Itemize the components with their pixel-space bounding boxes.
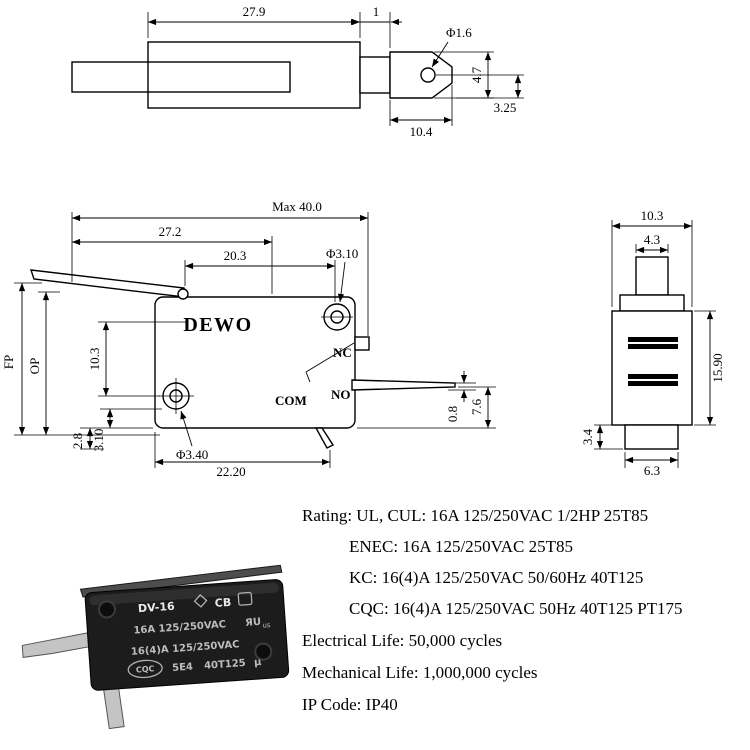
side-body (611, 310, 693, 426)
dim-label: 4.3 (644, 232, 660, 247)
side-foot (624, 424, 679, 450)
dim-top-terminal-length: 10.4 (389, 85, 453, 139)
terminal-hole (420, 67, 436, 83)
dim-label: 27.2 (159, 224, 182, 239)
terminal-label-no: NO (331, 387, 351, 402)
spec-kc: KC: 16(4)A 125/250VAC 50/60Hz 40T125 (349, 568, 644, 587)
photo-screw-hole-right (254, 642, 273, 661)
dim-max-overall: Max 40.0 (71, 199, 369, 336)
dim-label: 10.3 (641, 208, 664, 223)
photo-screw-hole-left (97, 600, 116, 619)
dim-label: 10.4 (410, 124, 433, 139)
dim-label: 7.6 (469, 398, 484, 415)
photo-lever (79, 564, 283, 598)
dim-hole-span: 20.3 (184, 248, 336, 302)
product-photo: DV-16 CB 16A 125/250VAC ЯU us 16(4)A 125… (21, 564, 290, 730)
dim-label: 1 (373, 4, 380, 19)
side-plunger (635, 256, 669, 296)
dim-2-8: 2.8 (70, 427, 153, 450)
top-view-lever (71, 61, 291, 93)
photo-code1: 5E4 (172, 662, 194, 674)
spec-electrical-life: Electrical Life: 50,000 cycles (302, 631, 503, 650)
dim-side-body-width: 10.3 (611, 208, 693, 307)
dim-top-hole-dia: Φ3.10 (326, 246, 358, 303)
photo-code2: 40T125 (204, 658, 246, 672)
lever-pivot (177, 288, 189, 300)
dim-side-body-height: 15.90 (694, 310, 725, 426)
dim-label: FP (1, 355, 16, 369)
dim-label: 3.4 (580, 428, 595, 445)
dim-label: Φ3.10 (326, 246, 358, 261)
dim-label: 15.90 (710, 353, 725, 382)
side-slot-1a (628, 337, 678, 342)
dim-bottom-hole-dia: Φ3.40 (176, 410, 208, 462)
photo-micro-mark: µ (254, 657, 263, 669)
dim-fp: FP (1, 282, 160, 436)
dim-label: Φ3.40 (176, 447, 208, 462)
dim-top-width: 27.9 (147, 4, 391, 48)
front-view-lever (29, 269, 185, 298)
spec-rating: Rating: UL, CUL: 16A 125/250VAC 1/2HP 25… (302, 506, 649, 525)
photo-bottom-terminal (102, 685, 125, 730)
ul-mark-sub: us (262, 621, 271, 630)
dim-terminal-height: 7.6 (357, 386, 496, 429)
com-terminal (314, 427, 335, 449)
dim-side-foot-width: 6.3 (624, 452, 679, 478)
side-view-drawing: 10.3 4.3 15.90 3.4 6.3 (580, 208, 725, 478)
dim-terminal-thickness: 0.8 (445, 371, 476, 422)
spec-cqc: CQC: 16(4)A 125/250VAC 50Hz 40T125 PT175 (349, 599, 683, 618)
cert-box-icon (237, 591, 253, 606)
photo-body-highlight (89, 582, 279, 606)
top-view-neck (359, 56, 391, 94)
no-terminal (351, 379, 456, 391)
dim-label: OP (27, 358, 42, 375)
dim-label: 3.25 (494, 100, 517, 115)
terminal-label-nc: NC (333, 345, 352, 360)
dim-label: 27.9 (243, 4, 266, 19)
dim-label: 22.20 (216, 464, 245, 479)
spec-ip-code: IP Code: IP40 (302, 695, 398, 714)
dim-op: OP (27, 291, 60, 435)
top-view-drawing: 27.9 1 Φ1.6 4.7 3.25 10.4 (71, 4, 524, 139)
ul-mark-label: ЯU (245, 617, 262, 629)
terminal-label-com: COM (275, 393, 307, 408)
dim-label: 6.3 (644, 463, 660, 478)
dim-label: 20.3 (224, 248, 247, 263)
dim-hole-height: 10.3 (87, 321, 188, 397)
dim-label: Φ1.6 (446, 25, 472, 40)
spec-enec: ENEC: 16A 125/250VAC 25T85 (349, 537, 574, 556)
dim-lever-length: 27.2 (72, 224, 273, 294)
dim-top-neck: 1 (348, 4, 402, 26)
diamond-cert-icon (193, 593, 208, 608)
photo-left-terminal (21, 632, 90, 658)
dim-label: 0.8 (445, 406, 460, 422)
side-shoulder (619, 294, 685, 312)
front-view-drawing: DEWO NC NO COM Max 40.0 27.2 (1, 199, 496, 479)
spec-mechanical-life: Mechanical Life: 1,000,000 cycles (302, 663, 538, 682)
dim-top-hole-dia: Φ1.6 (431, 25, 472, 68)
side-slot-2a (628, 374, 678, 379)
brand-label: DEWO (183, 314, 252, 336)
cb-mark-label: CB (214, 596, 231, 610)
dim-3-10: 3.10 (91, 408, 162, 452)
cqc-oval-icon (127, 659, 163, 679)
nc-terminal (354, 336, 370, 351)
specifications-block: Rating: UL, CUL: 16A 125/250VAC 1/2HP 25… (302, 506, 748, 727)
side-slot-2b (628, 381, 678, 386)
dim-top-hole-offset: 3.25 (436, 74, 524, 115)
dim-label: 3.10 (91, 429, 106, 452)
dim-side-plunger-width: 4.3 (635, 232, 669, 254)
dim-hole-to-terminal: 22.20 (154, 432, 331, 479)
dim-label: Max 40.0 (272, 199, 322, 214)
dim-label: 2.8 (70, 433, 85, 449)
dim-label: 10.3 (87, 348, 102, 371)
photo-model-label: DV-16 (138, 600, 176, 616)
side-slot-1b (628, 344, 678, 349)
front-view-body (154, 296, 356, 429)
dim-side-foot-height: 3.4 (580, 424, 623, 450)
cqc-mark-label: CQC (136, 664, 155, 674)
